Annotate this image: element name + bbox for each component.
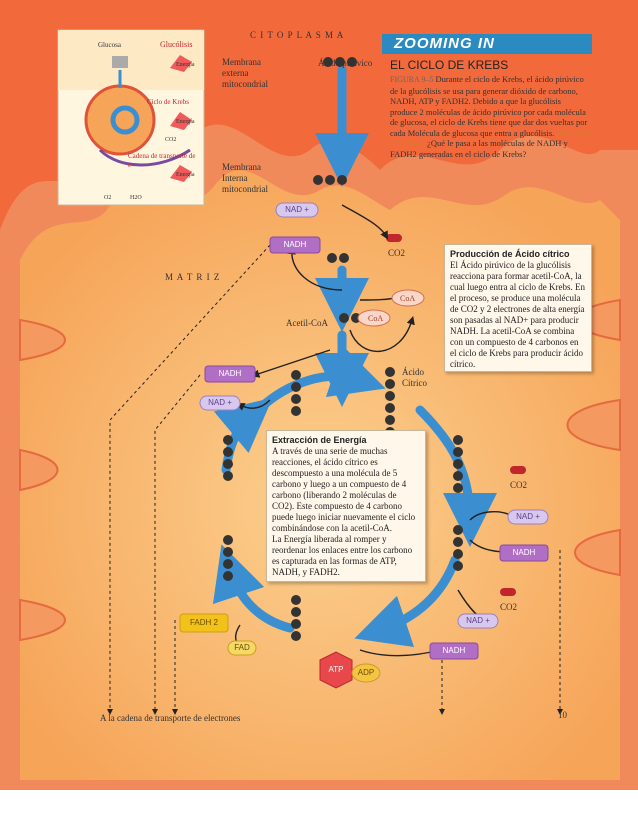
question-label: Interpreta diagramas	[390, 127, 590, 149]
zooming-in-banner: ZOOMING IN	[382, 34, 592, 54]
co2-label-2: CO2	[510, 480, 528, 490]
co2-label-1: CO2	[388, 248, 406, 258]
inset-o2: O2	[104, 195, 112, 201]
inset-h2o: H2O	[130, 195, 142, 201]
figure-number: FIGURA 9–5	[390, 75, 434, 84]
nadh-4: NADH	[442, 646, 466, 655]
electron-transport-footer: A la cadena de transporte de electrones	[100, 713, 241, 723]
fadh2-label: FADH 2	[189, 618, 218, 627]
pyruvic-acid-label: Ácido pirúvico	[318, 58, 373, 68]
citric-box-title: Producción de Ácido cítrico	[450, 249, 570, 259]
carbon-molecules	[313, 57, 361, 323]
nadh-1: NADH	[283, 240, 307, 249]
inset-energy-3: Energía	[176, 172, 195, 178]
nad-plus-2: NAD +	[208, 398, 232, 407]
inset-glycolysis: Glucólisis	[160, 40, 193, 49]
inset-krebs: Ciclo de Krebs	[147, 98, 189, 106]
citric-acid-production-box: Producción de Ácido cítrico El Ácido pir…	[444, 244, 592, 372]
nadh-3: NADH	[512, 548, 536, 557]
question-text: ¿Qué le pasa a las moléculas de NADH y F…	[390, 138, 568, 159]
co2-molecules	[386, 234, 526, 596]
page-number: 10	[558, 710, 567, 720]
cytoplasm-label: C I T O P L A S M A	[250, 30, 345, 40]
coa-label-1: CoA	[368, 314, 384, 323]
inset-overview	[57, 29, 205, 206]
co2-label-3: CO2	[500, 602, 518, 612]
atp-label: ATP	[328, 665, 344, 674]
citric-acid-label: Ácido Cítrico	[402, 367, 427, 388]
citric-box-body: El Ácido pirúvico de la glucólisis reacc…	[450, 260, 585, 369]
inset-energy-2: Energía	[176, 119, 195, 125]
energy-extraction-box: Extracción de Energía A través de una se…	[266, 430, 426, 582]
outer-membrane-label: Membrana externa mitocondrial	[222, 57, 268, 89]
nad-plus-3: NAD +	[516, 512, 540, 521]
inset-transport-chain: Cadena de transporte de e-	[128, 152, 196, 169]
adp-label: ADP	[357, 668, 375, 677]
figure-caption: FIGURA 9–5 Durante el ciclo de Krebs, el…	[390, 74, 590, 159]
nadh-bursts	[204, 236, 549, 660]
inset-glucose: Glucosa	[98, 41, 121, 49]
inner-membrane-label: Membrana Interna mitocondrial	[222, 162, 268, 194]
nad-plus-1: NAD +	[285, 205, 309, 214]
fad-label: FAD	[234, 643, 250, 652]
krebs-title: EL CICLO DE KREBS	[390, 58, 509, 72]
inset-co2: CO2	[165, 137, 177, 143]
acetyl-coa-label: Acetil-CoA	[286, 318, 328, 328]
inset-energy-1: Energía	[176, 62, 195, 68]
nadh-2: NADH	[218, 369, 242, 378]
matrix-label: M A T R I Z	[165, 272, 221, 282]
energy-box-body-1: A través de una serie de muchas reaccion…	[272, 446, 416, 533]
coa-label-2: CoA	[400, 294, 416, 303]
figure-body: Durante el ciclo de Krebs, el ácido pirú…	[390, 74, 588, 138]
energy-box-body-2: La Energía liberada al romper y reordena…	[272, 534, 413, 577]
nad-plus-4: NAD +	[466, 616, 490, 625]
energy-box-title: Extracción de Energía	[272, 435, 367, 445]
